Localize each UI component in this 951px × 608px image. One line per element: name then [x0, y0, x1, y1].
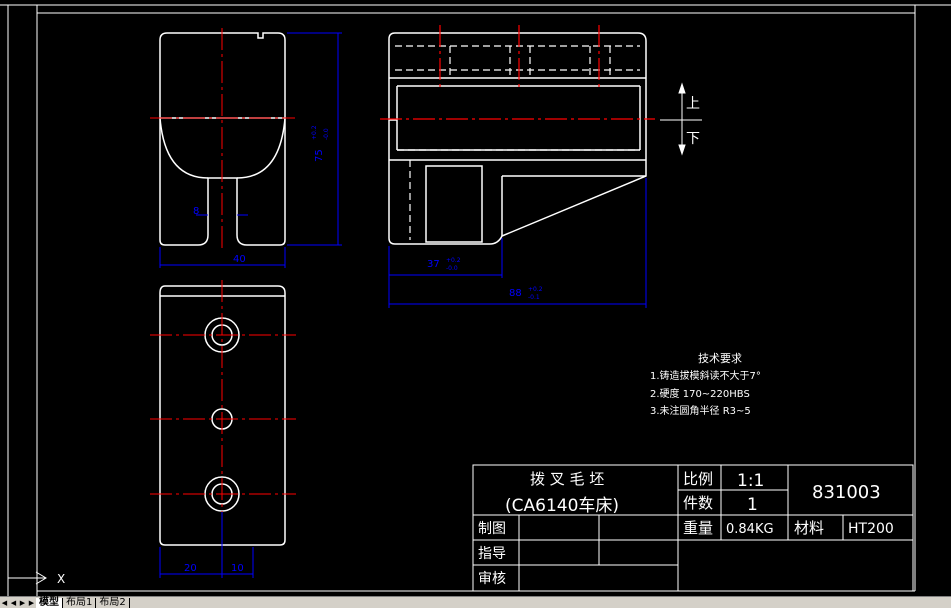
- title-scale-value: 1:1: [737, 471, 764, 491]
- title-weight-value: 0.84KG: [726, 522, 774, 537]
- tab-layout1[interactable]: 布局1: [63, 597, 97, 608]
- title-machine: (CA6140车床): [505, 496, 619, 516]
- front-view-centerlines: [150, 28, 295, 250]
- first-tab-arrow-icon[interactable]: ◀: [1, 598, 8, 607]
- ucs-icon: [7, 560, 47, 590]
- title-drawn-label: 制图: [478, 521, 506, 537]
- dim-bot-10: 10: [231, 563, 244, 574]
- direction-down-label: 下: [686, 131, 700, 147]
- title-qty-label: 件数: [683, 494, 713, 512]
- bottom-view-dims: [159, 512, 254, 578]
- side-view-centerlines: [380, 25, 655, 120]
- prev-tab-arrow-icon[interactable]: ◀: [10, 598, 17, 607]
- dim-width-40: 40: [233, 254, 246, 265]
- front-view-dims: [159, 32, 342, 268]
- title-drawing-number: 831003: [812, 482, 881, 503]
- dim-len-37: 37: [427, 259, 440, 270]
- title-scale-label: 比例: [683, 470, 713, 488]
- title-material-value: HT200: [848, 521, 894, 537]
- ucs-x-label: X: [57, 572, 65, 586]
- dim-bot-20: 20: [184, 563, 197, 574]
- side-view-hidden: [395, 45, 640, 240]
- dim-len-37-tol-upper: +0.2: [446, 257, 461, 264]
- title-qty-value: 1: [747, 495, 758, 515]
- dim-len-88: 88: [509, 288, 522, 299]
- next-tab-arrow-icon[interactable]: ▶: [19, 598, 26, 607]
- title-material-label: 材料: [794, 519, 824, 537]
- tech-requirement-3: 3.未注圆角半径 R3~5: [650, 404, 751, 417]
- dim-height-75-tol-upper: +0.2: [311, 125, 318, 140]
- dim-len-88-tol-lower: -0.1: [528, 294, 540, 301]
- side-view: [388, 32, 647, 245]
- dim-height-75: 75: [314, 149, 325, 162]
- drawing-frame: [0, 4, 951, 596]
- direction-up-label: 上: [686, 96, 700, 112]
- last-tab-arrow-icon[interactable]: ▶: [28, 598, 35, 607]
- title-review-label: 审核: [478, 571, 506, 587]
- dim-len-88-tol-upper: +0.2: [528, 286, 543, 293]
- tech-requirement-1: 1.铸造拔模斜读不大于7°: [650, 369, 761, 382]
- tab-model[interactable]: 模型: [36, 597, 63, 608]
- dim-len-37-tol-lower: -0.0: [446, 265, 458, 272]
- tech-requirements-heading: 技术要求: [698, 352, 742, 365]
- layout-tab-bar: ◀ ◀ ▶ ▶ 模型 布局1 布局2: [0, 596, 951, 608]
- title-guide-label: 指导: [478, 546, 506, 562]
- tab-layout2[interactable]: 布局2: [96, 597, 130, 608]
- tech-requirement-2: 2.硬度 170~220HBS: [650, 387, 750, 400]
- direction-indicator: [660, 82, 702, 156]
- title-block-grid: [472, 464, 914, 592]
- title-weight-label: 重量: [683, 519, 713, 537]
- bottom-view-centerlines: [150, 280, 296, 552]
- dim-slot-8: 8: [193, 206, 199, 217]
- title-part-name: 拨 叉 毛 坯: [530, 470, 604, 488]
- dim-height-75-tol-lower: -0.0: [323, 128, 330, 140]
- side-view-dims: [388, 178, 647, 308]
